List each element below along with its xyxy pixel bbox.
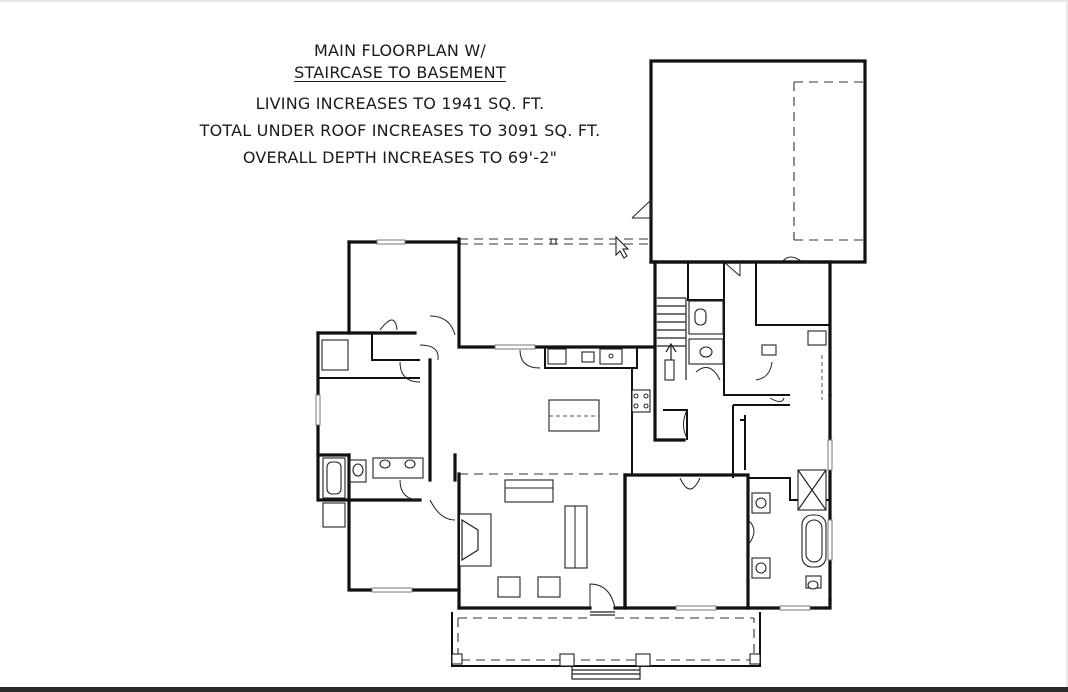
mudroom-cluster — [649, 260, 832, 442]
plan-title-line1: MAIN FLOORPLAN W/ — [314, 41, 486, 60]
laundry-room — [732, 330, 832, 602]
spec-living-area: LIVING INCREASES TO 1941 SQ. FT. — [255, 94, 545, 113]
kitchen-area — [457, 237, 657, 475]
rear-porch — [459, 238, 651, 245]
plan-title-line2: STAIRCASE TO BASEMENT — [294, 63, 506, 82]
frame-bottom-border — [0, 687, 1068, 692]
frame-right-border — [1066, 0, 1068, 692]
mouse-cursor-icon — [615, 235, 630, 259]
spec-total-under-roof: TOTAL UNDER ROOF INCREASES TO 3091 SQ. F… — [199, 121, 601, 140]
left-wing — [316, 240, 461, 592]
living-room — [457, 472, 627, 610]
front-porch — [451, 611, 761, 680]
spec-overall-depth: OVERALL DEPTH INCREASES TO 69'-2" — [242, 148, 558, 167]
frame-top-border — [0, 0, 1068, 2]
window-marks — [315, 239, 833, 611]
title-block: MAIN FLOORPLAN W/ STAIRCASE TO BASEMENT … — [180, 40, 620, 170]
master-suite — [623, 469, 832, 610]
garage — [631, 59, 867, 264]
